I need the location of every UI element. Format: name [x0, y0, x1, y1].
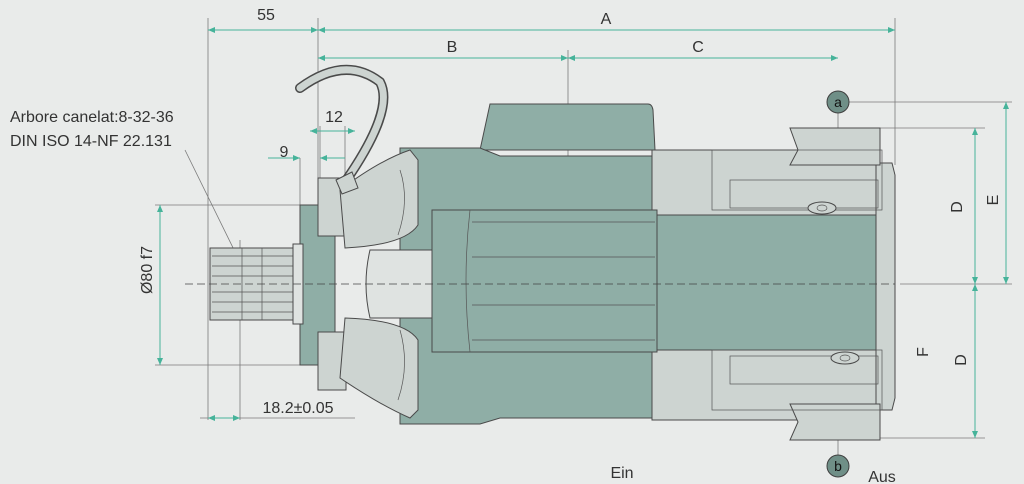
- dim-F: F: [915, 347, 932, 357]
- dim-A: A: [601, 11, 612, 28]
- spline-note-line2: DIN ISO 14-NF 22.131: [10, 133, 172, 150]
- port-a-label: a: [834, 94, 842, 110]
- lifting-hook: [295, 65, 389, 195]
- dim-E: E: [985, 195, 1002, 206]
- port-b-marker: b: [826, 454, 850, 478]
- pump-body: [399, 103, 896, 441]
- dim-80: Ø80 f7: [139, 246, 156, 294]
- dim-18: 18.2±0.05: [262, 400, 333, 417]
- outlet-label: Aus: [868, 469, 896, 484]
- port-b-label: b: [834, 458, 842, 474]
- port-a-marker: a: [826, 90, 850, 114]
- dim-12: 12: [325, 109, 343, 126]
- dim-B: B: [447, 39, 458, 56]
- dim-55: 55: [257, 7, 275, 24]
- dim-9: 9: [280, 144, 289, 161]
- spline-note-line1: Arbore canelat:8-32-36: [10, 109, 174, 126]
- dim-C: C: [692, 39, 704, 56]
- dim-D-upper: D: [949, 201, 966, 213]
- dim-D-lower: D: [953, 354, 970, 366]
- dimension-lines: [157, 27, 1009, 438]
- inlet-label: Ein: [610, 465, 633, 482]
- front-flange: [299, 149, 433, 419]
